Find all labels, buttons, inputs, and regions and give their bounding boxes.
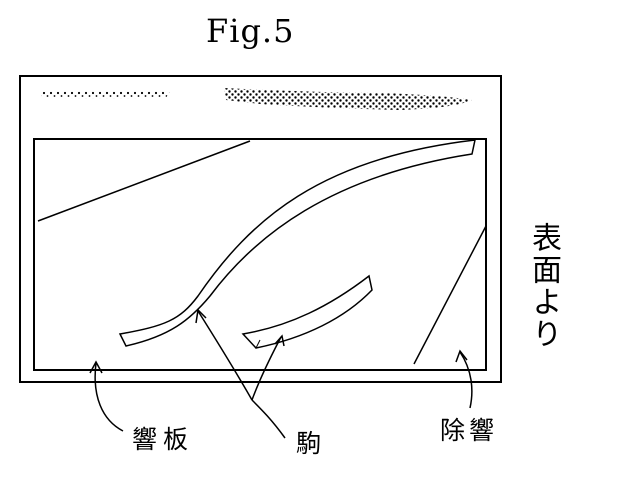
- dampening-diagonal: [413, 225, 487, 365]
- top-stipple-left: [40, 90, 170, 99]
- upper-left-diagonal: [37, 140, 251, 222]
- long-bridge: [118, 139, 476, 347]
- label-bridge: 駒: [296, 429, 322, 458]
- outer-case: [19, 75, 502, 383]
- short-bridge: [241, 274, 373, 349]
- pointer-arrows: [89, 308, 473, 439]
- soundboard-panel: [33, 138, 487, 371]
- arrow-dampening: [459, 351, 473, 409]
- figure-title: Fig.5: [206, 12, 295, 50]
- arrow-soundboard: [94, 362, 124, 432]
- label-dampening: 除響: [440, 416, 499, 445]
- label-from-front: 表面より: [526, 222, 561, 350]
- short-bridge-edge: [255, 339, 261, 349]
- arrow-bridge-stem: [251, 399, 286, 439]
- arrow-bridge-long: [197, 310, 253, 401]
- arrow-bridge-short: [251, 336, 282, 401]
- label-soundboard: 響板: [132, 425, 195, 454]
- top-stipple-right: [224, 88, 472, 110]
